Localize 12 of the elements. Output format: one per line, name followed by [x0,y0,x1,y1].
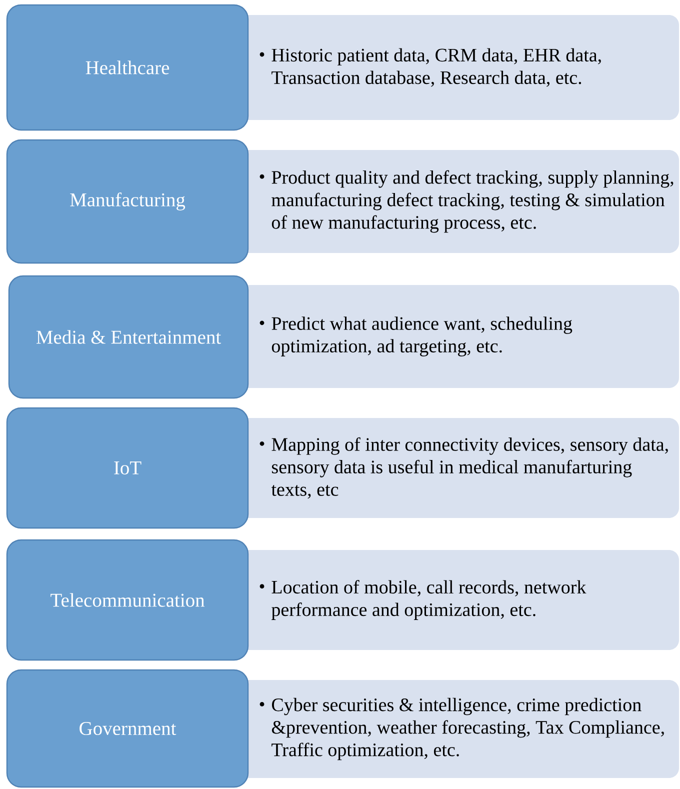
category-box: IoT [6,407,249,529]
description-box: Product quality and defect tracking, supply planning, manufacturing defect tracking, testing & simulation of new manufacturing process, etc. [235,150,679,253]
description-box: Cyber securities & intelligence, crime prediction &prevention, weather forecasting, Tax Compliance, Traffic optimization, etc. [235,680,679,778]
description-box: Historic patient data, CRM data, EHR data, Transaction database, Research data, etc. [235,15,679,120]
category-box: Government [6,669,249,788]
description-box: Predict what audience want, scheduling optimization, ad targeting, etc. [235,285,679,388]
description-box: Mapping of inter connectivity devices, sensory data, sensory data is useful in medical manufarturing texts, etc [235,418,679,518]
description-box: Location of mobile, call records, network performance and optimization, etc. [235,550,679,650]
category-box: Healthcare [6,4,249,131]
category-box: Media & Entertainment [8,275,249,399]
category-box: Manufacturing [6,139,249,264]
category-box: Telecommunication [6,539,249,661]
